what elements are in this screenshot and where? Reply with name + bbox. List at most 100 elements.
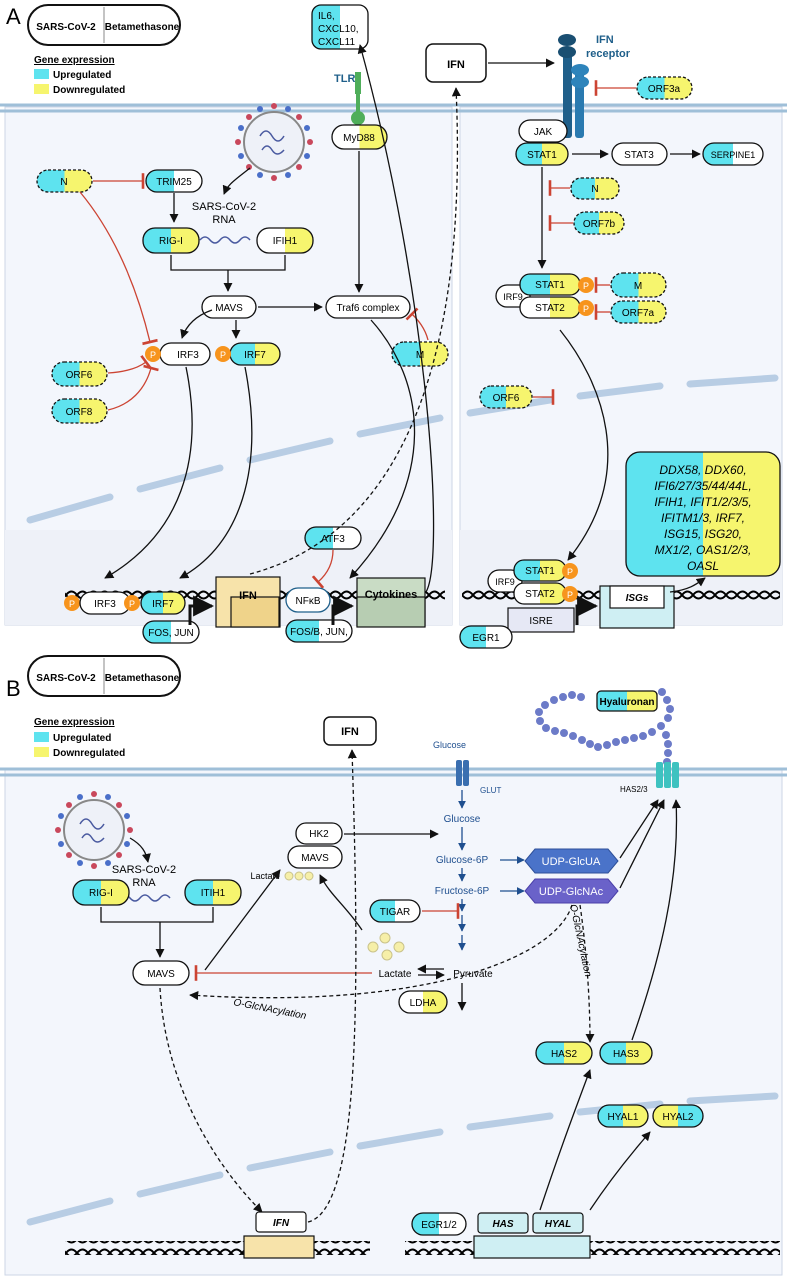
svg-text:MAVS: MAVS xyxy=(147,969,175,980)
legend-up-label: Upregulated xyxy=(53,70,111,81)
legend-title: Gene expression xyxy=(34,55,115,66)
svg-text:CXCL10,: CXCL10, xyxy=(318,24,359,35)
svg-text:ORF7a: ORF7a xyxy=(622,308,655,319)
lactate-dots-top xyxy=(284,871,314,881)
panel-b-background xyxy=(0,767,787,1276)
svg-text:OASL: OASL xyxy=(687,559,719,573)
has3-box: HAS3 xyxy=(599,1041,653,1065)
nfkb-box: NFκB xyxy=(285,587,331,613)
svg-text:ISRE: ISRE xyxy=(529,616,553,627)
rigi-box-a: RIG-I xyxy=(142,227,200,254)
ifn-secreted-box: IFN xyxy=(425,43,487,83)
svg-text:Betamethasone: Betamethasone xyxy=(105,673,180,684)
svg-text:Gene expression: Gene expression xyxy=(34,717,115,728)
ifn-gene-box-a: IFN xyxy=(215,576,281,628)
svg-text:ORF8: ORF8 xyxy=(66,407,93,418)
svg-text:IRF3: IRF3 xyxy=(94,599,116,610)
nuclear-envelope-b xyxy=(26,1092,779,1226)
legend-beta-label: Betamethasone xyxy=(105,22,180,33)
irf7-box-nucleus: P IRF7 xyxy=(124,591,186,615)
legend-up-swatch xyxy=(34,69,49,79)
egr12-box: EGR1/2 xyxy=(411,1212,467,1236)
svg-text:ORF6: ORF6 xyxy=(66,370,93,381)
pyruvate-label: Pyruvate xyxy=(453,969,493,980)
svg-text:NFκB: NFκB xyxy=(296,596,321,607)
svg-text:MX1/2, OAS1/2/3,: MX1/2, OAS1/2/3, xyxy=(655,543,752,557)
irf7-box-a: IRF7 P xyxy=(215,342,281,366)
svg-text:TRIM25: TRIM25 xyxy=(156,177,192,188)
cytokines-box: Cytokines xyxy=(356,577,426,628)
svg-text:IRF7: IRF7 xyxy=(244,350,266,361)
svg-text:IFI6/27/35/44/44L,: IFI6/27/35/44/44L, xyxy=(654,479,751,493)
svg-text:RNA: RNA xyxy=(212,214,236,226)
irf3-box-nucleus: P IRF3 xyxy=(64,591,131,615)
fosb-box: FOS/B, JUN, xyxy=(285,619,353,643)
svg-text:ATF3: ATF3 xyxy=(321,534,345,545)
orf3a-box: ORF3a xyxy=(636,76,693,100)
lactate-label-top: Lactate xyxy=(250,871,280,881)
myd88-box: MyD88 xyxy=(331,124,388,150)
lactate-dots xyxy=(367,932,405,961)
svg-text:RIG-I: RIG-I xyxy=(159,236,183,247)
svg-text:P: P xyxy=(583,304,589,314)
hyaluronan-box: Hyaluronan xyxy=(596,690,658,712)
panel-b-label: B xyxy=(6,676,21,701)
stat3-box: STAT3 xyxy=(611,142,668,166)
svg-text:LDHA: LDHA xyxy=(410,998,437,1009)
rna-strand-a xyxy=(199,236,251,244)
orf7a-box: ORF7a xyxy=(610,300,667,324)
svg-text:P: P xyxy=(583,281,589,291)
svg-text:SERPINE1: SERPINE1 xyxy=(711,150,756,160)
udp-glcua-box: UDP-GlcUA xyxy=(524,848,619,874)
svg-text:receptor: receptor xyxy=(586,48,631,60)
svg-text:UDP-GlcNAc: UDP-GlcNAc xyxy=(539,886,604,898)
ifih1-box: IFIH1 xyxy=(256,227,314,254)
lactate-label: Lactate xyxy=(379,969,412,980)
orf6-box-right: ORF6 xyxy=(479,385,533,409)
rna-label-a: SARS-CoV-2 xyxy=(192,201,256,213)
svg-text:ORF3a: ORF3a xyxy=(648,84,681,95)
svg-text:IL6,: IL6, xyxy=(318,11,335,22)
orf8-box: ORF8 xyxy=(51,398,108,424)
svg-text:P: P xyxy=(150,350,156,360)
rna-label-b: SARS-CoV-2 xyxy=(112,864,176,876)
irf9-stat-nucleus: IRF9 STAT1 STAT2 P P xyxy=(487,559,578,605)
svg-text:IRF9: IRF9 xyxy=(503,292,523,302)
svg-text:HYAL1: HYAL1 xyxy=(608,1112,639,1123)
legend-down-swatch xyxy=(34,84,49,94)
svg-text:ISG15, ISG20,: ISG15, ISG20, xyxy=(664,527,742,541)
jak-box: JAK xyxy=(518,119,568,143)
svg-text:CXCL11: CXCL11 xyxy=(318,37,355,48)
traf6-box: Traf6 complex xyxy=(325,295,411,319)
ifn-secreted-box-b: IFN xyxy=(323,716,377,746)
hk2-box: HK2 xyxy=(295,822,343,845)
irf3-box-a: IRF3 P xyxy=(145,342,211,366)
virus-icon-a xyxy=(235,103,313,181)
hyal1-box: HYAL1 xyxy=(597,1104,649,1128)
svg-text:STAT2: STAT2 xyxy=(535,303,565,314)
svg-text:M: M xyxy=(416,350,424,361)
svg-text:IRF3: IRF3 xyxy=(177,350,199,361)
svg-text:JAK: JAK xyxy=(534,127,553,138)
tigar-box: TIGAR xyxy=(369,899,421,923)
svg-text:HAS: HAS xyxy=(492,1219,513,1230)
serpine1-box: SERPINE1 xyxy=(702,142,764,166)
irf9-stat-complex: IRF9 STAT1 STAT2 P P xyxy=(495,273,594,319)
svg-text:FOS, JUN: FOS, JUN xyxy=(148,628,194,639)
svg-text:IFN: IFN xyxy=(239,590,257,602)
svg-text:IRF7: IRF7 xyxy=(152,599,174,610)
svg-text:Hyaluronan: Hyaluronan xyxy=(599,697,654,708)
svg-text:Upregulated: Upregulated xyxy=(53,733,111,744)
virus-icon-b xyxy=(55,791,133,869)
svg-text:ORF6: ORF6 xyxy=(493,393,520,404)
svg-text:TIGAR: TIGAR xyxy=(380,907,411,918)
svg-text:HYAL2: HYAL2 xyxy=(663,1112,694,1123)
atf3-box: ATF3 xyxy=(304,526,362,550)
has23-membrane-icon xyxy=(656,762,679,788)
svg-text:IFITM1/3, IRF7,: IFITM1/3, IRF7, xyxy=(661,511,745,525)
m-box-right: M xyxy=(610,272,667,298)
il6-cxcl-box: IL6, CXCL10, CXCL11 xyxy=(311,4,369,50)
svg-text:HK2: HK2 xyxy=(309,829,329,840)
svg-text:Cytokines: Cytokines xyxy=(365,589,418,601)
